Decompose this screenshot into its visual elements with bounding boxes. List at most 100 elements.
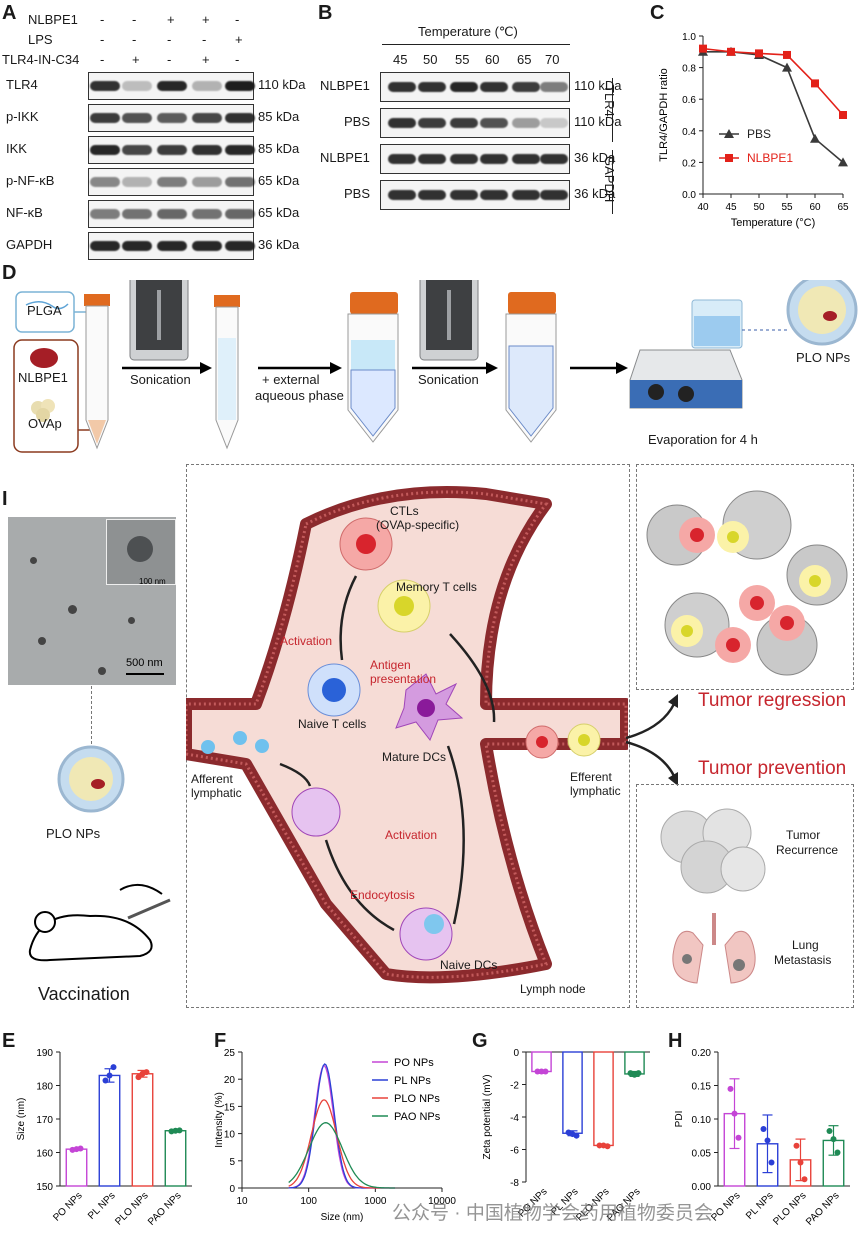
tem-micrograph: 100 nm 500 nm bbox=[8, 517, 176, 685]
y-axis-label: Intensity (%) bbox=[214, 1092, 225, 1148]
blot-band bbox=[90, 209, 120, 219]
blot-band bbox=[388, 190, 416, 200]
afferent-label-2: lymphatic bbox=[191, 786, 242, 800]
kda-label: 65 kDa bbox=[258, 205, 300, 220]
y-tick-label: 20 bbox=[224, 1075, 236, 1086]
x-tick-label: 100 bbox=[300, 1196, 317, 1207]
treatment-label: NLBPE1 bbox=[28, 12, 78, 27]
data-point bbox=[810, 133, 820, 143]
mouse-body bbox=[28, 914, 153, 962]
x-tick-label: 10000 bbox=[428, 1196, 456, 1207]
tube-2-contents bbox=[218, 338, 236, 420]
blot-band bbox=[157, 113, 187, 123]
blot-band bbox=[192, 177, 222, 187]
protein-label: p-IKK bbox=[6, 109, 39, 124]
x-tick-label: 40 bbox=[697, 202, 709, 213]
blot-strip bbox=[88, 200, 255, 228]
blot-band bbox=[122, 241, 152, 251]
plo-nps-label-i: PLO NPs bbox=[46, 826, 101, 841]
activation-label-2: Activation bbox=[385, 828, 438, 842]
temperature-header: Temperature (℃) bbox=[418, 24, 518, 39]
blot-band bbox=[90, 145, 120, 155]
blot-band bbox=[480, 118, 508, 128]
data-point bbox=[797, 1159, 804, 1166]
blot-band bbox=[540, 154, 568, 164]
blot-band bbox=[418, 154, 446, 164]
data-point bbox=[839, 111, 847, 119]
legend-label: PAO NPs bbox=[394, 1111, 441, 1123]
external-phase-label-2: aqueous phase bbox=[255, 388, 344, 403]
panel-label-d: D bbox=[2, 262, 17, 284]
tumor-regression-frame bbox=[636, 464, 854, 690]
bar bbox=[98, 1074, 121, 1187]
data-point bbox=[635, 1070, 642, 1077]
naive-t-label: Naive T cells bbox=[298, 717, 367, 731]
y-tick-label: 160 bbox=[36, 1149, 53, 1160]
y-tick-label: 0 bbox=[513, 1048, 519, 1059]
data-point bbox=[731, 1110, 738, 1117]
treatment-sign: - bbox=[167, 32, 172, 47]
treatment-row-label: PBS bbox=[344, 114, 371, 129]
series-line bbox=[288, 1122, 396, 1189]
blot-band bbox=[192, 113, 222, 123]
efferent-label-2: lymphatic bbox=[570, 784, 621, 798]
category-label: PLO NPs bbox=[113, 1190, 150, 1227]
bar bbox=[164, 1130, 187, 1187]
ovap-icon bbox=[36, 408, 50, 422]
plga-label: PLGA bbox=[27, 303, 62, 318]
activation-label-1: Activation bbox=[280, 634, 333, 648]
data-point bbox=[811, 79, 819, 88]
blot-strip bbox=[380, 180, 570, 210]
category-label: PL NPs bbox=[86, 1190, 117, 1221]
treatment-label: TLR4-IN-C34 bbox=[2, 52, 80, 67]
y-tick-label: 150 bbox=[36, 1182, 53, 1193]
blot-band bbox=[418, 82, 446, 92]
protein-label: TLR4 bbox=[6, 77, 38, 92]
y-tick-label: 0.6 bbox=[682, 95, 696, 106]
tube-1-contents bbox=[88, 420, 106, 444]
series-line bbox=[288, 1065, 396, 1189]
bar bbox=[65, 1148, 88, 1187]
sonication-label-1: Sonication bbox=[130, 372, 191, 387]
treatment-sign: - bbox=[235, 52, 240, 67]
y-tick-label: 170 bbox=[36, 1115, 53, 1126]
blot-band bbox=[225, 241, 255, 251]
treatment-row-label: NLBPE1 bbox=[320, 150, 370, 165]
kda-label: 110 kDa bbox=[574, 78, 622, 93]
x-tick-label: 45 bbox=[725, 202, 737, 213]
blot-band bbox=[225, 81, 255, 91]
temperature-label: 55 bbox=[455, 52, 470, 67]
y-tick-label: -4 bbox=[510, 1113, 519, 1124]
data-point bbox=[176, 1127, 183, 1134]
blot-band bbox=[540, 118, 568, 128]
arrow-endocytosis-in bbox=[279, 762, 312, 787]
arrow-activation-dc bbox=[446, 745, 465, 925]
external-phase-label-1: + external bbox=[262, 372, 320, 387]
y-tick-label: 0 bbox=[229, 1184, 235, 1195]
temperature-label: 50 bbox=[423, 52, 438, 67]
blot-band bbox=[450, 118, 478, 128]
naive-dc-label: Naive DCs bbox=[440, 958, 498, 972]
temperature-label: 45 bbox=[393, 52, 408, 67]
evaporation-label: Evaporation for 4 h bbox=[648, 432, 758, 447]
x-tick-label: 1000 bbox=[364, 1196, 387, 1207]
tube-4-contents bbox=[508, 345, 554, 437]
scale-label-100nm: 100 nm bbox=[139, 577, 166, 586]
efferent-label-1: Efferent bbox=[570, 770, 612, 784]
legend-label: NLBPE1 bbox=[747, 151, 793, 165]
data-point bbox=[699, 44, 707, 53]
y-axis-label: Size (nm) bbox=[16, 1098, 27, 1141]
group-bracket-gapdh bbox=[612, 150, 613, 214]
data-point bbox=[826, 1128, 833, 1135]
data-point bbox=[727, 1085, 734, 1092]
blot-band bbox=[512, 118, 540, 128]
treatment-row-label: PBS bbox=[344, 186, 371, 201]
endocytosis-label: Endocytosis bbox=[350, 888, 415, 902]
y-tick-label: 0.20 bbox=[692, 1048, 712, 1059]
legend-label: PL NPs bbox=[394, 1075, 431, 1087]
outcome-arrows bbox=[625, 694, 678, 786]
blot-band bbox=[192, 209, 222, 219]
tube-1 bbox=[85, 305, 109, 450]
